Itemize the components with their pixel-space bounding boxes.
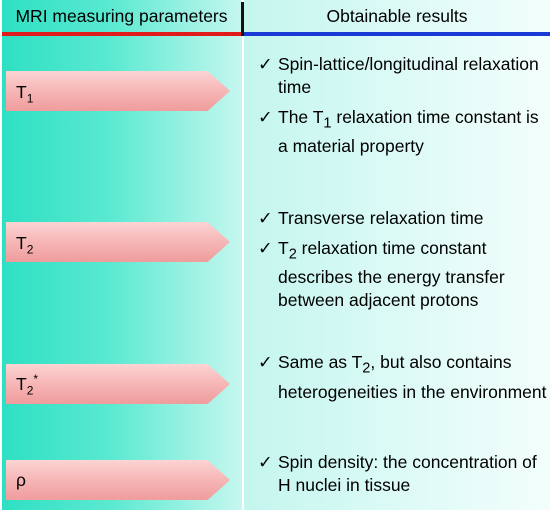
results-header: Obtainable results xyxy=(326,5,468,26)
result-item: ✓ Spin density: the concentration of H n… xyxy=(258,451,548,504)
result-item: ✓ Same as T2, but also contains heteroge… xyxy=(258,352,547,402)
param-arrow-t2-star xyxy=(6,364,230,404)
results-header-rule xyxy=(244,32,550,36)
results-t2-star: ✓ Same as T2, but also contains heteroge… xyxy=(258,351,548,404)
param-arrow-t1 xyxy=(6,71,230,111)
parameters-header: MRI measuring parameters xyxy=(15,5,228,26)
result-item: ✓ The T1 relaxation time constant is a m… xyxy=(258,106,539,157)
results-t2: ✓ Transverse relaxation time ✓ T2 relaxa… xyxy=(258,207,548,312)
param-label-t2-star: T2* xyxy=(16,372,39,398)
result-item: ✓ Transverse relaxation time xyxy=(258,207,548,237)
check-icon: ✓ xyxy=(258,208,273,228)
result-item: ✓ T2 relaxation time constant describes … xyxy=(258,237,505,311)
param-label-rho: ρ xyxy=(16,469,26,490)
check-icon: ✓ xyxy=(258,237,273,258)
param-arrow-t2 xyxy=(6,222,230,262)
results-rho: ✓ Spin density: the concentration of H n… xyxy=(258,451,548,504)
check-icon: ✓ xyxy=(258,106,273,127)
results-panel xyxy=(244,0,550,510)
param-label-t2: T2 xyxy=(16,232,34,257)
result-item: ✓ Spin-lattice/longitudinal relaxation t… xyxy=(258,53,548,106)
check-icon: ✓ xyxy=(258,54,273,74)
results-t1: ✓ Spin-lattice/longitudinal relaxation t… xyxy=(258,53,548,158)
parameters-header-rule xyxy=(2,32,241,36)
header-divider xyxy=(241,2,244,36)
param-arrow-rho xyxy=(6,460,230,500)
param-label-t1: T1 xyxy=(16,81,34,106)
check-icon: ✓ xyxy=(258,352,273,372)
check-icon: ✓ xyxy=(258,452,273,472)
